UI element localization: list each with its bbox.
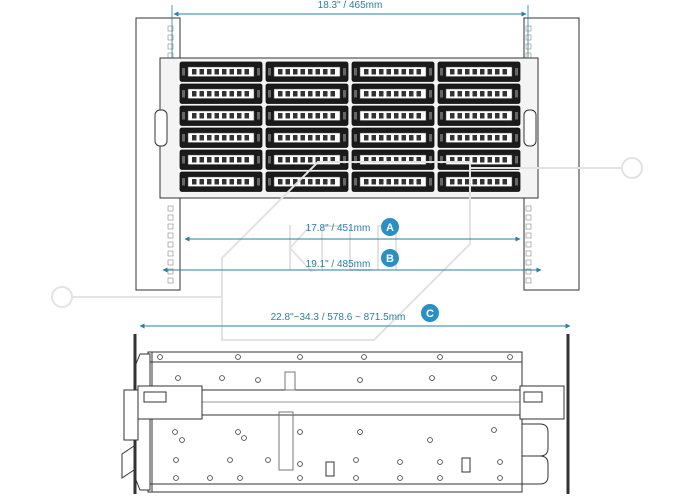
right-handle xyxy=(523,109,537,147)
dimension-b: 19.1" / 485mm B xyxy=(162,249,542,273)
drive-bay[interactable] xyxy=(351,105,435,126)
badge-c-text: C xyxy=(426,308,434,320)
drive-bay[interactable] xyxy=(351,83,435,104)
drive-bay[interactable] xyxy=(179,171,263,192)
drive-bay[interactable] xyxy=(179,83,263,104)
rear-handle-upper xyxy=(522,423,549,457)
drive-bay[interactable] xyxy=(351,171,435,192)
drive-bay[interactable] xyxy=(179,127,263,148)
drive-bay[interactable] xyxy=(437,105,521,126)
rear-handle-lower xyxy=(522,455,549,485)
drive-bay[interactable] xyxy=(437,149,521,170)
drive-bay[interactable] xyxy=(351,61,435,82)
drive-bay[interactable] xyxy=(437,61,521,82)
badge-a xyxy=(381,218,399,236)
front-view xyxy=(135,17,580,291)
drive-bay[interactable] xyxy=(265,149,349,170)
badge-b xyxy=(381,249,399,267)
drive-bay[interactable] xyxy=(351,149,435,170)
drive-bay[interactable] xyxy=(265,61,349,82)
left-handle xyxy=(154,109,168,147)
dimension-b-label: 19.1" / 485mm xyxy=(306,259,371,270)
drive-bay[interactable] xyxy=(437,83,521,104)
drive-bay[interactable] xyxy=(265,127,349,148)
badge-c xyxy=(421,304,439,322)
drive-bay[interactable] xyxy=(179,149,263,170)
side-screws xyxy=(157,354,513,481)
drive-bay-grid xyxy=(179,61,521,192)
drive-bay[interactable] xyxy=(265,171,349,192)
dimension-a-label: 17.8" / 451mm xyxy=(306,223,371,234)
drive-bay[interactable] xyxy=(437,127,521,148)
dimension-c: 22.8"~34.3 / 578.6 ~ 871.5mm C xyxy=(139,304,571,329)
drive-bay[interactable] xyxy=(179,105,263,126)
drive-bay[interactable] xyxy=(351,127,435,148)
drive-bay[interactable] xyxy=(265,83,349,104)
badge-b-text: B xyxy=(386,253,394,265)
drive-bay[interactable] xyxy=(179,61,263,82)
drive-bay[interactable] xyxy=(265,105,349,126)
drive-bay[interactable] xyxy=(437,171,521,192)
rail-holes xyxy=(167,25,532,284)
top-width-label: 18.3" / 465mm xyxy=(318,0,383,11)
chassis-side-body xyxy=(147,351,523,493)
dimension-a: 17.8" / 451mm A xyxy=(184,218,521,242)
dimension-top-width: 18.3" / 465mm xyxy=(171,0,529,58)
badge-a-text: A xyxy=(386,222,394,234)
dimension-c-label: 22.8"~34.3 / 578.6 ~ 871.5mm xyxy=(271,312,406,323)
side-view xyxy=(121,334,570,494)
